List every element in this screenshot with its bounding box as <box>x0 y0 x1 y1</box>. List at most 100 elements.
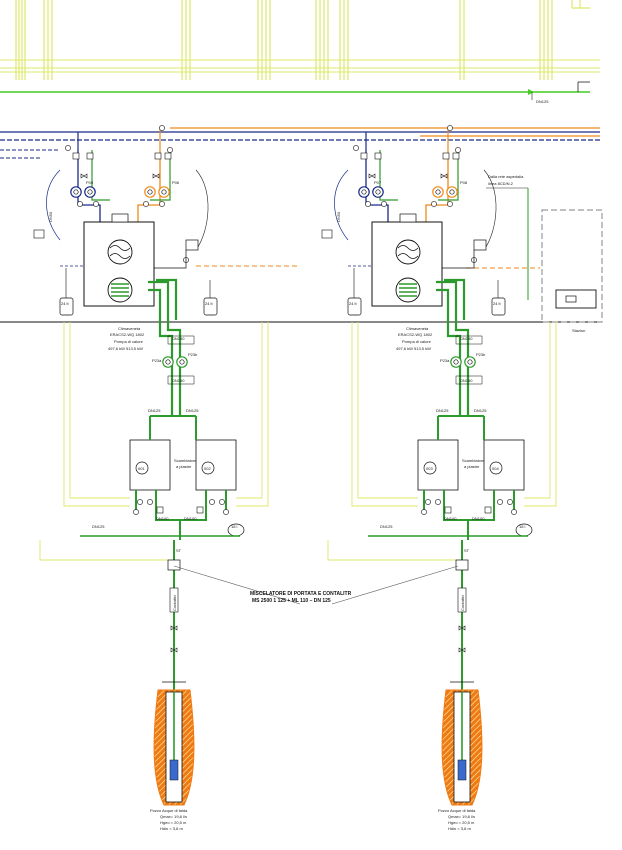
sensor-box <box>321 229 333 239</box>
pump-icon <box>464 356 476 368</box>
hp-type: Pompa di calore <box>402 339 432 344</box>
lower-dn-left: DN100 <box>444 516 457 521</box>
hp-power: 497,6 kW 513,5 kW <box>108 346 143 351</box>
well-hdin: Hdin = 3,6 m <box>448 826 471 831</box>
mixer-icon <box>167 559 181 571</box>
exchanger-dn-left: DN125 <box>148 408 161 413</box>
pump-tag-left: P07 <box>374 180 382 185</box>
header-dn-label: DN125 <box>536 99 549 104</box>
well-qmax: Qmax= 19,8 l/s <box>160 814 187 819</box>
gauge-icon <box>133 509 139 515</box>
tag-box <box>154 152 162 160</box>
tag-box <box>164 152 172 160</box>
meter-box <box>169 587 179 613</box>
exchanger-dn-right: DN125 <box>186 408 199 413</box>
control-box <box>473 239 487 251</box>
evaporator-icon <box>107 239 133 265</box>
gauge-icon <box>421 509 427 515</box>
yellow-loops <box>327 322 557 561</box>
valve-icon <box>458 647 466 653</box>
gauge-icon <box>65 145 71 151</box>
gauge-icon <box>381 201 387 207</box>
tag-box <box>360 152 368 160</box>
exchanger-label-1: Scambiatore <box>174 458 197 463</box>
tag-box <box>196 506 204 514</box>
heat-pump <box>83 213 199 307</box>
tag-box <box>86 152 94 160</box>
station-label: Stazion <box>572 328 585 333</box>
mid-dn-bottom: DN150 <box>460 378 473 383</box>
st-label: ST <box>176 548 182 553</box>
gauge-icon <box>159 201 165 207</box>
gauge-icon <box>143 201 149 207</box>
tag-box <box>484 506 492 514</box>
gauge-icon <box>365 201 371 207</box>
well-hgeo: Hgeo = 20,5 m <box>448 820 475 825</box>
valve-icon <box>440 173 448 179</box>
well <box>441 681 483 806</box>
gauge-icon <box>77 201 83 207</box>
exchanger-label-2: a piastre <box>464 464 480 469</box>
expansion-vessel-icon <box>59 297 74 316</box>
valve-icon <box>170 625 178 631</box>
gauge-icon <box>147 499 153 505</box>
dn-side-label: DN50 <box>48 211 53 222</box>
well-hdin: Hdin = 3,6 m <box>160 826 183 831</box>
hp-model: ERACS2-WQ 1802 <box>110 332 145 337</box>
gauge-icon <box>447 201 453 207</box>
tag-box <box>444 506 452 514</box>
lower-dn-right: DN100 <box>184 516 197 521</box>
gauge-icon <box>497 499 503 505</box>
gauge-icon <box>431 201 437 207</box>
pump-icon <box>446 186 458 198</box>
mixer-spec: MS 2500 1 125 + ML 110 – DN 125 <box>252 598 331 604</box>
pump-tag-right: P06 <box>172 180 180 185</box>
hp-brand: Climaveneta <box>406 326 429 331</box>
exchanger-dn-left: DN125 <box>436 408 449 413</box>
vessel-label: 24 lt <box>493 301 501 306</box>
well-pump-icon <box>457 759 467 781</box>
dn-side-label: DN50 <box>336 211 341 222</box>
pump-icon <box>176 356 188 368</box>
tank-label: 18 l <box>231 524 238 529</box>
well-title: Pozzo Acque di falda <box>438 808 476 813</box>
pump-icon <box>144 186 156 198</box>
vessel-label: 24 lt <box>349 301 357 306</box>
valve-icon <box>80 173 88 179</box>
exchanger-right <box>483 439 525 491</box>
upper-pipes <box>334 128 497 251</box>
heat-pump <box>371 213 487 307</box>
control-box <box>185 239 199 251</box>
well-pump-icon <box>169 759 179 781</box>
side-note: Dalla rete aspedalia linea 8CD/N.2 <box>486 174 529 300</box>
exchanger-pipes <box>423 415 515 540</box>
mixer-title: MISCELATORE DI PORTATA E CONTALITR <box>250 591 352 597</box>
tag-box <box>72 152 80 160</box>
meter-label: Contalitri <box>460 595 465 611</box>
valve-icon <box>152 173 160 179</box>
green-header-pipe: DN125 <box>0 81 590 104</box>
well-title: Pozzo Acque di falda <box>150 808 188 813</box>
pump-icon <box>432 186 444 198</box>
tag-box <box>374 152 382 160</box>
mid-pump-right: P23b <box>188 352 198 357</box>
exchanger-label-2: a piastre <box>176 464 192 469</box>
exchanger-right-id: 004 <box>492 466 499 471</box>
exchanger-left-id: 001 <box>138 466 145 471</box>
side-note-line2: linea 8CD/N.2 <box>488 181 514 186</box>
gauge-icon <box>353 145 359 151</box>
lower-dn-left: DN100 <box>156 516 169 521</box>
mixer-link: MISCELATORE DI PORTATA E CONTALITR MS 25… <box>173 565 459 605</box>
gauge-icon <box>209 499 215 505</box>
exchanger-left <box>417 439 459 491</box>
sensor-box <box>33 229 45 239</box>
hp-type: Pompa di calore <box>114 339 144 344</box>
vessel-label: 24 lt <box>205 301 213 306</box>
gauge-icon <box>137 499 143 505</box>
